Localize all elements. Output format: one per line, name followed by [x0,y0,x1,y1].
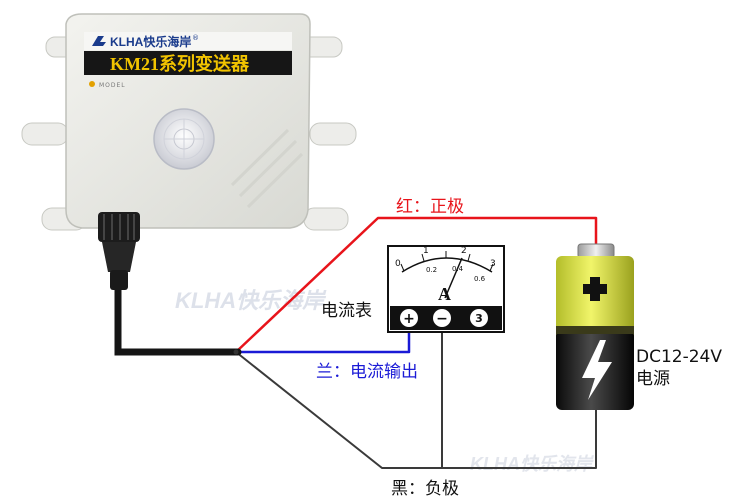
battery-lightning-icon [582,340,612,400]
positive-wire-label: 红：正极 [396,197,464,217]
ammeter-unit: A [438,284,451,304]
ammeter-needle [444,257,463,299]
cable-gland-icon [98,212,140,290]
junction-dot [233,349,239,355]
scale-minor-2: 0.6 [474,275,486,283]
positive-wire [235,216,598,353]
scale-major-1: 1 [423,246,429,256]
scale-major-0: 0 [395,259,401,269]
ammeter-plus-terminal [400,309,418,327]
brand-logo-icon [92,36,106,46]
negative-wire-label: 黑：负极 [391,479,459,499]
ammeter-label: 电流表 [321,301,372,321]
ammeter: 0 1 2 3 0.2 0.4 0.6 A + − 3 [387,245,505,333]
ammeter-minus-terminal [433,309,451,327]
model-indicator-icon [89,81,95,87]
scale-minor-0: 0.2 [426,266,437,274]
signal-wire-label: 兰：电流输出 [316,362,418,382]
power-name: 电源 [636,369,670,389]
model-band [84,51,292,75]
wires [235,216,598,469]
watermark-left: KLHA快乐海岸 [175,288,327,313]
sensor-cable [114,281,242,356]
model-tag: MODEL [99,82,126,89]
pir-lens-icon [153,108,215,170]
signal-wire [236,330,411,354]
scale-major-3: 3 [490,259,496,269]
power-supply-label: DC12-24V 电源 [636,346,722,390]
watermark-bottom: KLHA快乐海岸 [470,454,594,474]
brand-strip [84,32,292,50]
power-voltage: DC12-24V [636,347,722,367]
ammeter-minus-label: − [436,311,448,327]
scale-major-2: 2 [461,246,467,256]
brand-name: KLHA快乐海岸 [110,34,191,49]
battery-icon [556,243,634,410]
ammeter-third-terminal [470,309,488,327]
negative-wire [235,351,597,469]
ammeter-scale-arc [401,257,493,273]
brand-registered: ® [192,34,199,42]
ammeter-third-label: 3 [475,312,483,325]
scale-minor-1: 0.4 [452,265,464,273]
ammeter-plus-label: + [403,311,415,327]
model-title: KM21系列变送器 [110,53,250,74]
